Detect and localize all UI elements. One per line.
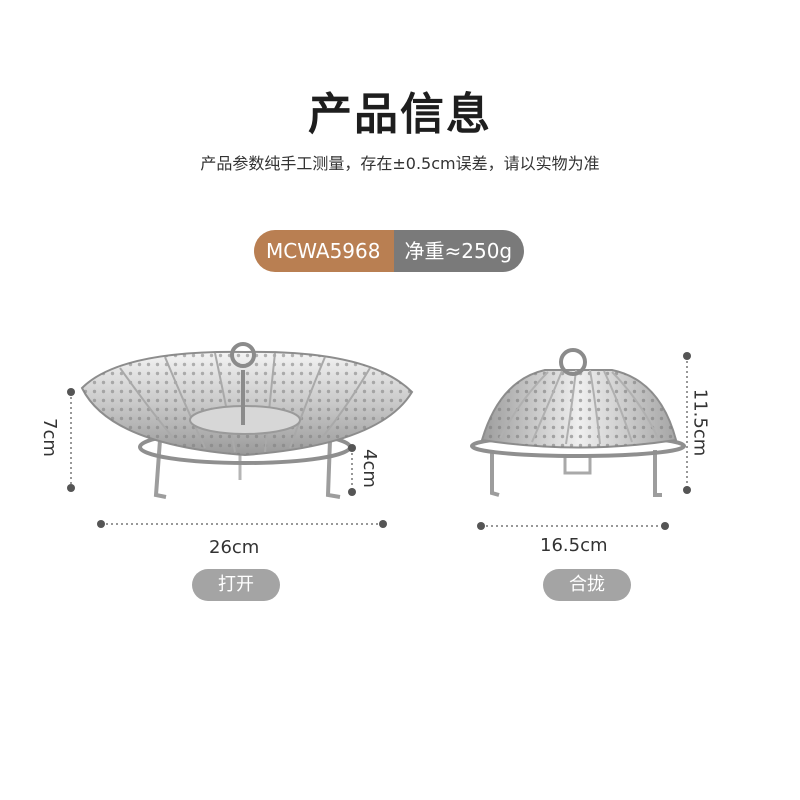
open-leg-left [153,439,167,499]
closed-steamer-image [470,348,686,497]
open-handle-ring [230,342,256,368]
model-badge: MCWA5968 净重≈250g [254,230,525,272]
closed-state-label: 合拢 [543,569,631,601]
open-height-label: 7cm [38,418,60,457]
open-leg-height-label: 4cm [358,449,380,488]
closed-handle-ring [559,348,587,376]
open-steamer-image [80,342,414,499]
closed-height-label: 11.5cm [689,388,711,457]
net-weight: 净重≈250g [394,230,525,272]
dimension-lines [67,352,691,530]
open-state-label: 打开 [192,569,280,601]
open-leg-right [325,439,341,499]
measurement-note: 产品参数纯手工测量，存在±0.5cm误差，请以实物为准 [200,154,600,173]
open-width-label: 26cm [209,537,260,558]
page-title: 产品信息 [308,89,492,140]
closed-width-label: 16.5cm [540,535,608,556]
model-code: MCWA5968 [254,230,395,272]
